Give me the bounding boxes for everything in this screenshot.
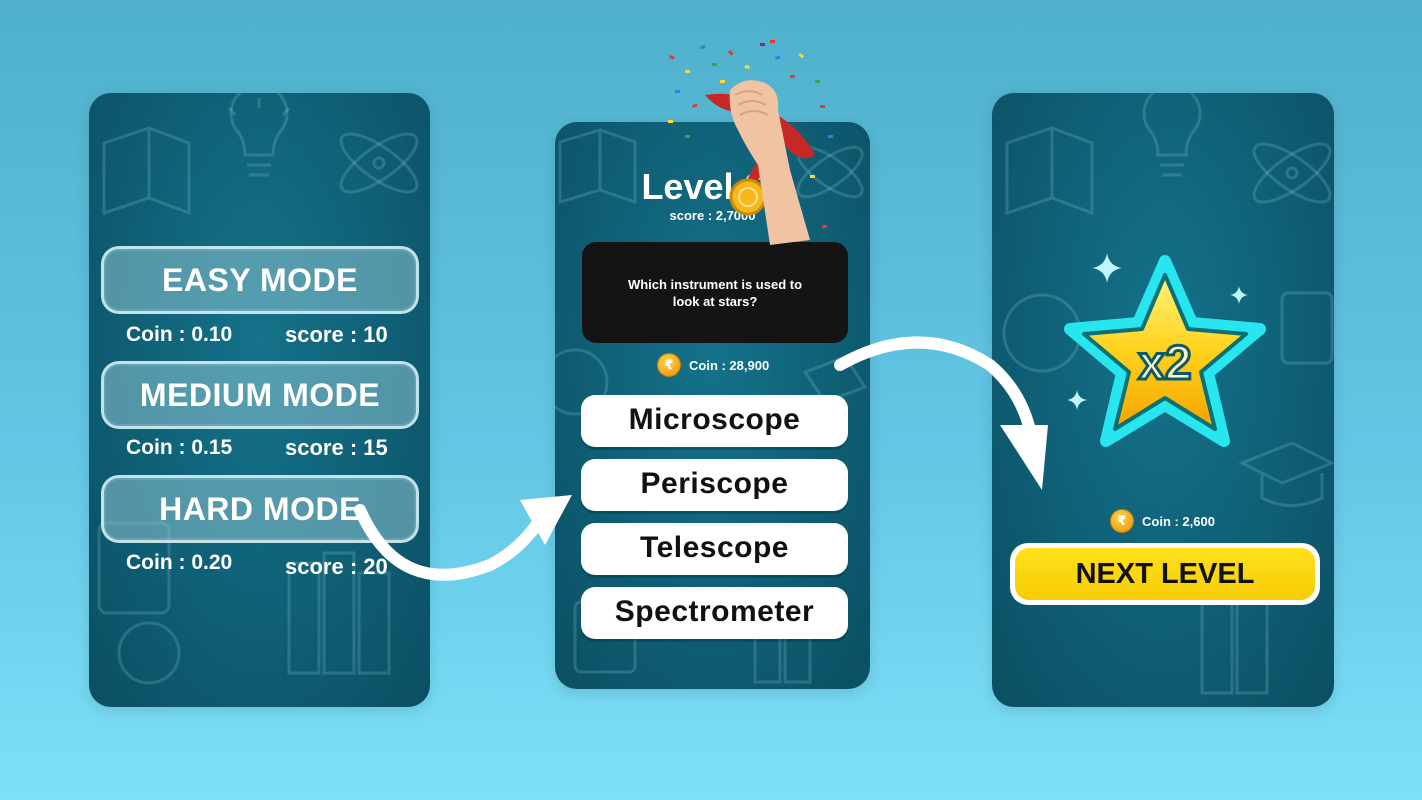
reward-screen: x2 ₹ Coin : 2,600 NEXT LEVEL xyxy=(992,93,1334,707)
coin-balance: ₹ Coin : 2,600 xyxy=(1110,509,1215,533)
coin-balance: ₹ Coin : 28,900 xyxy=(657,353,769,377)
medium-score-label: score : 15 xyxy=(285,435,388,460)
answer-option-4[interactable]: Spectrometer xyxy=(581,587,848,639)
easy-coin-label: Coin : 0.10 xyxy=(126,323,233,346)
rupee-coin-icon: ₹ xyxy=(1110,509,1134,533)
question-text: Which instrument is used to look at star… xyxy=(627,276,803,309)
coin-balance-text: Coin : 2,600 xyxy=(1142,513,1215,529)
star-badge-icon: x2 xyxy=(1064,255,1266,447)
level-score: score : 2,7000 xyxy=(669,208,756,223)
coin-balance-text: Coin : 28,900 xyxy=(689,357,770,373)
answer-option-3[interactable]: Telescope xyxy=(581,523,848,575)
sparkle-icon xyxy=(1067,390,1087,410)
mode-select-screen: EASY MODE Coin : 0.10 score : 10 MEDIUM … xyxy=(89,93,430,707)
easy-mode-button[interactable]: EASY MODE xyxy=(101,246,419,314)
medium-coin-label: Coin : 0.15 xyxy=(126,436,233,459)
medium-mode-button[interactable]: MEDIUM MODE xyxy=(101,361,419,429)
level-title: Level 60 xyxy=(641,166,784,207)
quiz-screen: Level 60 score : 2,7000 Which instrument… xyxy=(555,122,870,689)
sparkle-icon xyxy=(1230,286,1248,304)
answer-option-2[interactable]: Periscope xyxy=(581,459,848,511)
next-level-label: NEXT LEVEL xyxy=(1015,548,1315,600)
easy-score-label: score : 10 xyxy=(285,322,388,347)
hard-mode-button[interactable]: HARD MODE xyxy=(101,475,419,543)
sparkle-icon xyxy=(1092,253,1122,283)
rupee-coin-icon: ₹ xyxy=(657,353,681,377)
next-level-button[interactable]: NEXT LEVEL xyxy=(1010,543,1320,605)
hard-score-label: score : 20 xyxy=(285,554,388,579)
question-card: Which instrument is used to look at star… xyxy=(582,242,848,343)
hard-coin-label: Coin : 0.20 xyxy=(126,551,233,574)
answer-option-1[interactable]: Microscope xyxy=(581,395,848,447)
multiplier-text: x2 xyxy=(1138,337,1191,390)
